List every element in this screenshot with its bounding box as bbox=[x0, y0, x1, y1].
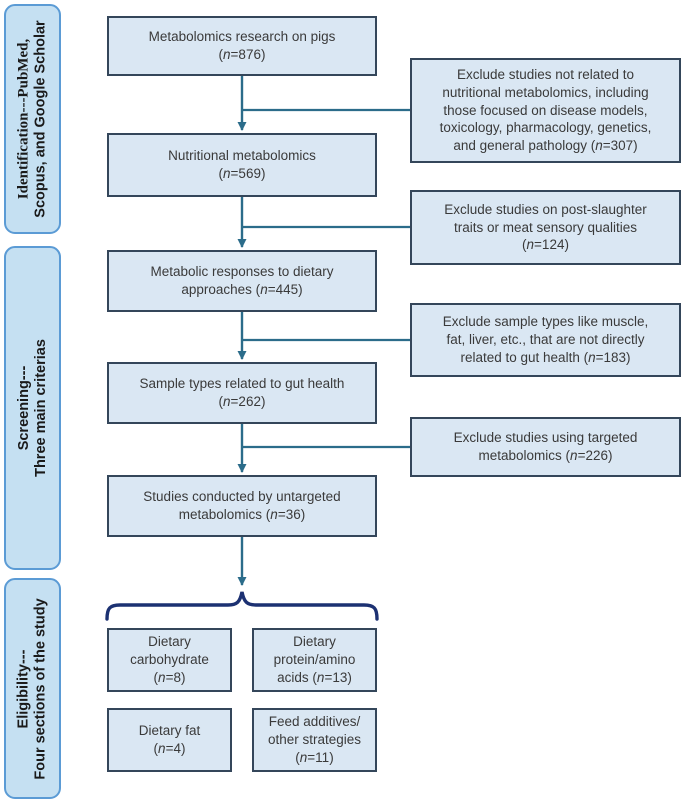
sidebar-label-line: Four sections of the study bbox=[32, 597, 49, 780]
sidebar-label-line: Identification---PubMed, bbox=[15, 38, 32, 200]
brace bbox=[105, 591, 379, 621]
outcome-box-additives: Feed additives/other strategies(n=11) bbox=[252, 708, 377, 772]
sidebar-section-eligibility: Eligibility--- Four sections of the stud… bbox=[4, 578, 61, 799]
sidebar-label-eligibility: Eligibility--- Four sections of the stud… bbox=[16, 598, 50, 779]
main-box-nutritional-metabolomics: Nutritional metabolomics(n=569) bbox=[107, 133, 377, 197]
sidebar-section-identification: Identification---PubMed, Scopus, and Goo… bbox=[4, 4, 61, 234]
sidebar-label-identification: Identification---PubMed, Scopus, and Goo… bbox=[16, 20, 50, 217]
main-box-metabolomics-research: Metabolomics research on pigs(n=876) bbox=[107, 16, 377, 76]
exclusion-box-sample-types: Exclude sample types like muscle,fat, li… bbox=[410, 303, 681, 377]
sidebar-label-line: Screening--- bbox=[15, 365, 32, 451]
sidebar-label-line: Eligibility--- bbox=[15, 649, 32, 728]
main-box-sample-types: Sample types related to gut health(n=262… bbox=[107, 362, 377, 424]
sidebar-label-line: Three main criterias bbox=[32, 339, 49, 477]
sidebar-section-screening: Screening--- Three main criterias bbox=[4, 246, 61, 570]
outcome-box-fat: Dietary fat(n=4) bbox=[107, 708, 232, 772]
sidebar-label-screening: Screening--- Three main criterias bbox=[16, 339, 50, 477]
sidebar-label-line: Scopus, and Google Scholar bbox=[32, 20, 49, 218]
